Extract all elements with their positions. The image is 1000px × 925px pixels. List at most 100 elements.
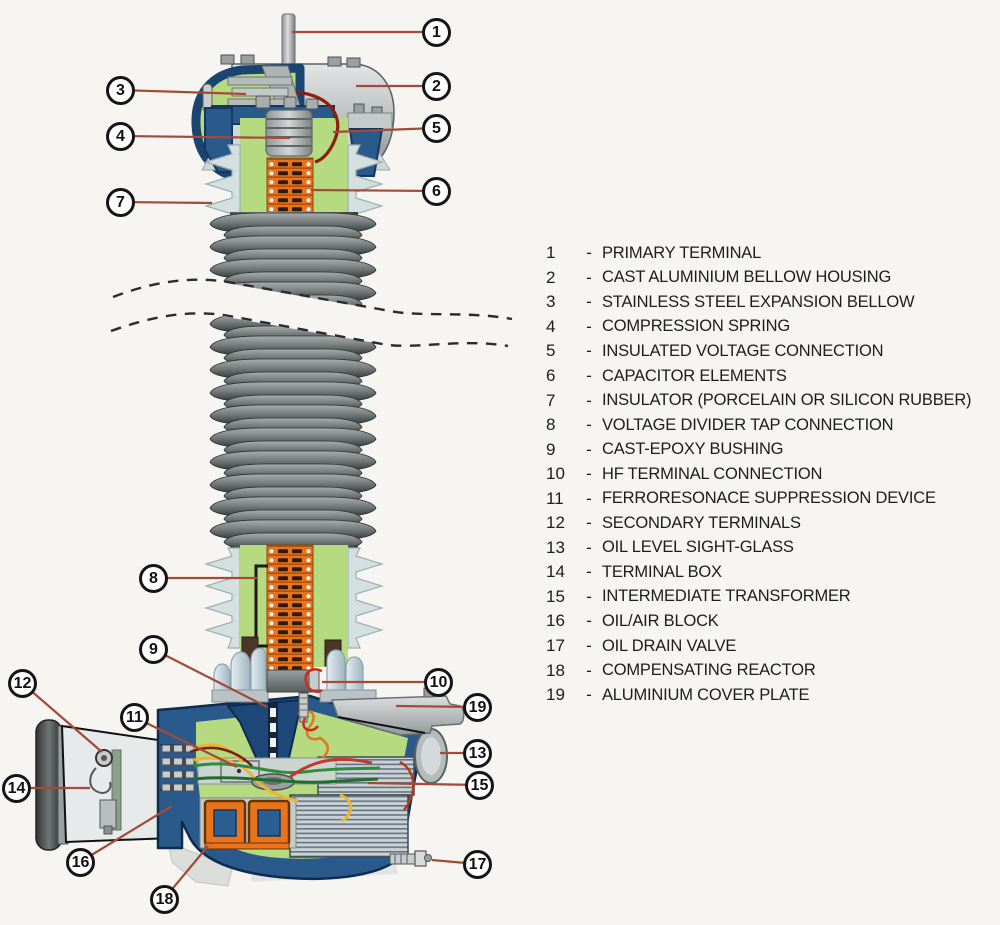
secondary-terminal-studs [161, 744, 195, 792]
legend-item-num: 11 [546, 488, 564, 508]
legend-item-num: 3 [546, 292, 556, 312]
legend-item-num: 16 [546, 611, 565, 631]
legend-item-label: VOLTAGE DIVIDER TAP CONNECTION [602, 415, 894, 434]
legend-item-num: 5 [546, 341, 556, 361]
legend-item-9: 9 -CAST-EPOXY BUSHING [543, 437, 971, 462]
callout-16: 16 [66, 848, 95, 877]
callout-5: 5 [422, 114, 451, 143]
legend-item-16: 16 -OIL/AIR BLOCK [543, 609, 971, 634]
callout-6: 6 [422, 177, 451, 206]
legend-item-dash: - [586, 488, 592, 508]
legend-item-13: 13 -OIL LEVEL SIGHT-GLASS [543, 536, 971, 561]
legend-item-label: COMPRESSION SPRING [602, 317, 791, 336]
legend-item-dash: - [586, 341, 592, 361]
legend-item-12: 12 -SECONDARY TERMINALS [543, 511, 971, 536]
callout-8: 8 [139, 564, 168, 593]
legend-item-dash: - [586, 390, 592, 410]
callout-11: 11 [120, 703, 149, 732]
legend-item-7: 7 -INSULATOR (PORCELAIN OR SILICON RUBBER… [543, 388, 972, 413]
parts-legend: 1-PRIMARY TERMINAL 2-CAST ALUMINIUM BELL… [543, 241, 972, 708]
legend-item-label: COMPENSATING REACTOR [602, 661, 816, 680]
secondary-terminals [95, 749, 113, 767]
legend-item-num: 19 [546, 685, 565, 705]
legend-item-num: 13 [546, 537, 565, 557]
legend-item-label: SECONDARY TERMINALS [602, 513, 801, 532]
terminal-box [35, 719, 173, 851]
callout-19: 19 [463, 693, 492, 722]
legend-item-label: HF TERMINAL CONNECTION [602, 464, 823, 483]
callout-7: 7 [106, 188, 135, 217]
legend-item-dash: - [586, 243, 592, 263]
legend-item-num: 12 [546, 513, 565, 533]
legend-item-label: INTERMEDIATE TRANSFORMER [602, 587, 851, 606]
legend-item-num: 4 [546, 316, 556, 336]
legend-item-dash: - [586, 660, 592, 680]
legend-item-label: TERMINAL BOX [602, 562, 722, 581]
section-break-dashes [110, 278, 513, 348]
legend-item-dash: - [586, 562, 592, 582]
legend-item-label: OIL/AIR BLOCK [602, 611, 719, 630]
tap-connection-bracket [254, 564, 268, 648]
legend-item-dash: - [586, 415, 592, 435]
compression-spring [265, 109, 313, 157]
legend-item-num: 14 [546, 562, 565, 582]
callout-leader-lines [16, 30, 480, 900]
legend-item-14: 14 -TERMINAL BOX [543, 560, 971, 585]
callout-3: 3 [106, 76, 135, 105]
oil-level-sight-glass [414, 728, 448, 784]
legend-item-dash: - [586, 586, 592, 606]
legend-item-dash: - [586, 267, 592, 287]
callout-4: 4 [106, 122, 135, 151]
legend-item-10: 10-HF TERMINAL CONNECTION [543, 462, 971, 487]
callout-14: 14 [2, 774, 31, 803]
legend-item-num: 9 [546, 439, 556, 459]
legend-item-3: 3 -STAINLESS STEEL EXPANSION BELLOW [543, 290, 971, 315]
legend-item-5: 5-INSULATED VOLTAGE CONNECTION [543, 339, 971, 364]
callout-2: 2 [422, 72, 451, 101]
legend-item-num: 7 [546, 390, 556, 410]
legend-item-dash: - [586, 366, 592, 385]
legend-item-num: 18 [546, 660, 565, 680]
legend-item-dash: - [586, 316, 592, 336]
insulator-upper-sheds [203, 144, 385, 223]
legend-item-num: 8 [546, 415, 556, 435]
legend-item-dash: - [586, 439, 592, 459]
legend-item-label: INSULATOR (PORCELAIN OR SILICON RUBBER) [602, 391, 972, 410]
legend-item-dash: - [586, 636, 592, 656]
legend-item-15: 15 -INTERMEDIATE TRANSFORMER [543, 585, 971, 610]
legend-item-num: 10 [546, 464, 565, 484]
legend-item-dash: - [586, 611, 592, 631]
legend-item-dash: - [586, 292, 592, 312]
insulator-column [209, 212, 377, 552]
legend-item-6: 6-CAPACITOR ELEMENTS [543, 364, 971, 389]
legend-item-label: FERRORESONACE SUPPRESSION DEVICE [602, 489, 936, 508]
legend-item-11: 11 -FERRORESONACE SUPPRESSION DEVICE [543, 486, 971, 511]
legend-item-num: 15 [546, 586, 565, 606]
legend-item-label: CAST-EPOXY BUSHING [602, 440, 784, 459]
callout-9: 9 [139, 635, 168, 664]
legend-item-label: CAPACITOR ELEMENTS [602, 366, 787, 385]
legend-item-num: 17 [546, 636, 565, 656]
legend-item-label: ALUMINIUM COVER PLATE [602, 685, 810, 704]
compensating-reactor [199, 797, 297, 850]
legend-item-17: 17 -OIL DRAIN VALVE [543, 634, 971, 659]
legend-item-dash: - [586, 513, 592, 533]
legend-item-label: OIL LEVEL SIGHT-GLASS [602, 538, 794, 557]
legend-item-label: STAINLESS STEEL EXPANSION BELLOW [602, 292, 915, 311]
legend-item-19: 19-ALUMINIUM COVER PLATE [543, 683, 971, 708]
legend-item-2: 2 -CAST ALUMINIUM BELLOW HOUSING [543, 266, 971, 291]
primary-terminal [281, 13, 296, 69]
callout-13: 13 [463, 739, 492, 768]
legend-item-dash: - [586, 537, 592, 557]
callout-17: 17 [463, 850, 492, 879]
legend-item-label: CAST ALUMINIUM BELLOW HOUSING [602, 268, 892, 287]
legend-item-label: PRIMARY TERMINAL [602, 243, 762, 262]
callout-12: 12 [8, 669, 37, 698]
legend-item-8: 8 -VOLTAGE DIVIDER TAP CONNECTION [543, 413, 971, 438]
legend-item-num: 1 [546, 243, 556, 263]
legend-item-num: 2 [546, 267, 556, 287]
legend-item-label: OIL DRAIN VALVE [602, 636, 737, 655]
capacitor-stack-upper [266, 157, 314, 219]
